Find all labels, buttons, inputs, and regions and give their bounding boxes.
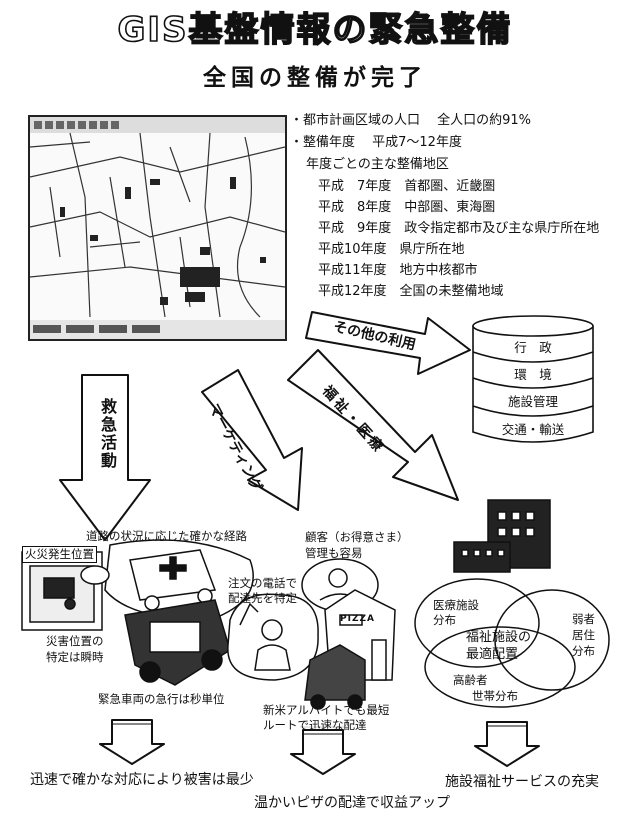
result-arrow-left	[99, 719, 165, 765]
medical-caption-2: 分布	[433, 613, 456, 627]
population-line: ・都市計画区域の人口 全人口の約91%	[290, 113, 532, 128]
vulnerable-caption-1: 弱者	[572, 612, 595, 626]
emergency-scene	[21, 539, 254, 686]
emergency-label: 救急活動	[98, 398, 117, 470]
vulnerable-caption-2: 居住	[572, 628, 595, 642]
cylinder-item: 交通・輸送	[501, 422, 565, 437]
customer-caption-1: 顧客（お得意さま）	[305, 530, 409, 544]
cylinder-item: 行 政	[514, 340, 552, 355]
area-item: 平成11年度 地方中核都市	[318, 263, 478, 278]
welfare-scene	[414, 499, 610, 708]
location-caption-2: 特定は瞬時	[46, 650, 104, 664]
pizza-sign: PIZZA	[340, 614, 375, 624]
result-pizza: 温かいピザの配達で収益アップ	[254, 795, 450, 811]
emergency-arrow	[59, 374, 151, 541]
other-use-arrow	[305, 311, 471, 375]
page-title: GIS基盤情報の緊急整備	[117, 9, 513, 51]
area-item: 平成 8年度 中部圏、東海圏	[318, 200, 496, 215]
vulnerable-caption-3: 分布	[572, 644, 595, 658]
route-caption: 道路の状況に応じた確かな経路	[86, 529, 247, 543]
welfare-facility-caption-2: 最適配置	[466, 647, 519, 662]
gis-map-screenshot	[28, 115, 287, 341]
period-line: ・整備年度 平成7～12年度	[290, 135, 462, 150]
result-emergency: 迅速で確かな対応により被害は最少	[30, 772, 254, 788]
result-welfare: 施設福祉サービスの充実	[445, 774, 599, 790]
page-subtitle: 全国の整備が完了	[203, 65, 427, 91]
areas-heading: 年度ごとの主な整備地区	[306, 157, 449, 172]
delivery-caption-1: 新米アルバイトでも最短	[263, 703, 390, 717]
cylinder-item: 環 境	[514, 367, 552, 382]
delivery-caption-2: ルートで迅速な配達	[263, 718, 367, 732]
map-drawing	[30, 117, 285, 339]
medical-caption-1: 医療施設	[433, 598, 479, 612]
marketing-arrow	[201, 369, 303, 511]
database-cylinder	[472, 315, 594, 443]
customer-caption-2: 管理も容易	[305, 546, 363, 560]
area-item: 平成 7年度 首都圏、近畿圏	[318, 179, 496, 194]
vehicle-caption: 緊急車両の急行は秒単位	[98, 692, 225, 706]
order-caption-1: 注文の電話で	[228, 576, 297, 590]
cylinder-item: 施設管理	[507, 394, 558, 409]
area-item: 平成 9年度 政令指定都市及び主な県庁所在地	[318, 221, 600, 236]
result-arrow-right	[474, 721, 540, 767]
result-arrow-middle	[290, 729, 356, 775]
pizza-scene	[227, 558, 396, 710]
area-item: 平成10年度 県庁所在地	[318, 242, 465, 257]
area-item: 平成12年度 全国の未整備地域	[318, 284, 504, 299]
fire-location-label: 火災発生位置	[22, 546, 97, 563]
order-caption-2: 配達先を特定	[228, 591, 297, 605]
senior-caption-2: 世帯分布	[472, 689, 518, 703]
location-caption-1: 災害位置の	[46, 634, 104, 648]
senior-caption-1: 高齢者	[453, 673, 488, 687]
welfare-arrow	[287, 349, 459, 501]
welfare-facility-caption-1: 福祉施設の	[466, 630, 532, 645]
